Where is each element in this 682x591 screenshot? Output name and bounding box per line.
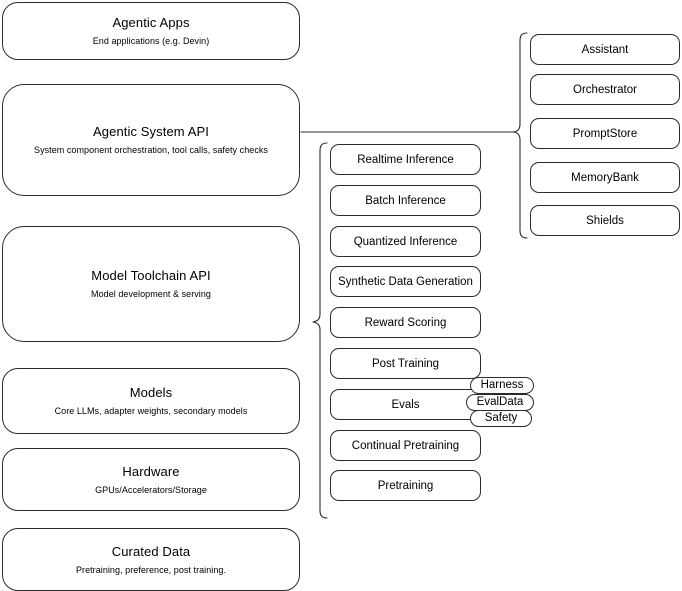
toolchain-item-synthetic-data-generation[interactable]: Synthetic Data Generation [330,266,481,297]
eval-badge-evaldata[interactable]: EvalData [466,394,534,411]
system-item-assistant[interactable]: Assistant [530,34,680,65]
right-brace [513,32,528,239]
chip-label: Reward Scoring [364,316,447,329]
chip-label: Shields [586,214,624,227]
chip-label: Continual Pretraining [351,439,460,452]
chip-label: Assistant [581,43,629,56]
layer-curated-data[interactable]: Curated Data Pretraining, preference, po… [2,528,300,591]
layer-title: Agentic Apps [112,15,190,30]
chip-label: PromptStore [572,127,638,140]
chip-label: Batch Inference [365,194,446,207]
chip-label: Realtime Inference [357,153,454,166]
toolchain-item-post-training[interactable]: Post Training [330,348,481,379]
layer-title: Models [129,385,173,400]
layer-title: Curated Data [111,543,191,559]
layer-subtitle: Core LLMs, adapter weights, secondary mo… [54,406,248,416]
system-item-memorybank[interactable]: MemoryBank [530,162,680,193]
layer-agentic-system-api[interactable]: Agentic System API System component orch… [2,84,300,196]
left-brace [312,142,328,519]
badge-label: Safety [484,412,518,424]
layer-hardware[interactable]: Hardware GPUs/Accelerators/Storage [2,448,300,511]
chip-label: Orchestrator [573,83,637,96]
layer-subtitle: System component orchestration, tool cal… [34,145,268,155]
system-item-promptstore[interactable]: PromptStore [530,118,680,149]
toolchain-item-evals[interactable]: Evals [330,389,481,420]
eval-badge-harness[interactable]: Harness [470,377,534,394]
layer-subtitle: Pretraining, preference, post training. [75,564,227,575]
chip-label: Synthetic Data Generation [338,275,473,288]
toolchain-item-reward-scoring[interactable]: Reward Scoring [330,307,481,338]
layer-subtitle: End applications (e.g. Devin) [92,36,210,46]
layer-title: Agentic System API [93,124,209,139]
toolchain-item-batch-inference[interactable]: Batch Inference [330,185,481,216]
layer-agentic-apps[interactable]: Agentic Apps End applications (e.g. Devi… [2,2,300,60]
system-item-shields[interactable]: Shields [530,205,680,236]
toolchain-item-pretraining[interactable]: Pretraining [330,470,481,501]
badge-label: Harness [480,379,524,391]
chip-label: Pretraining [377,479,434,492]
layer-model-toolchain-api[interactable]: Model Toolchain API Model development & … [2,226,300,342]
chip-label: Quantized Inference [353,235,458,248]
layer-title: Hardware [122,463,180,479]
toolchain-item-quantized-inference[interactable]: Quantized Inference [330,226,481,257]
toolchain-item-continual-pretraining[interactable]: Continual Pretraining [330,430,481,461]
layer-title: Model Toolchain API [91,268,211,283]
layer-subtitle: Model development & serving [91,289,211,299]
chip-label: Post Training [371,357,440,370]
toolchain-item-realtime-inference[interactable]: Realtime Inference [330,144,481,175]
badge-label: EvalData [476,396,524,408]
chip-label: Evals [391,398,420,411]
layer-subtitle: GPUs/Accelerators/Storage [95,484,207,495]
chip-label: MemoryBank [571,171,639,184]
system-item-orchestrator[interactable]: Orchestrator [530,74,680,105]
layer-models[interactable]: Models Core LLMs, adapter weights, secon… [2,368,300,434]
eval-badge-safety[interactable]: Safety [470,410,532,427]
